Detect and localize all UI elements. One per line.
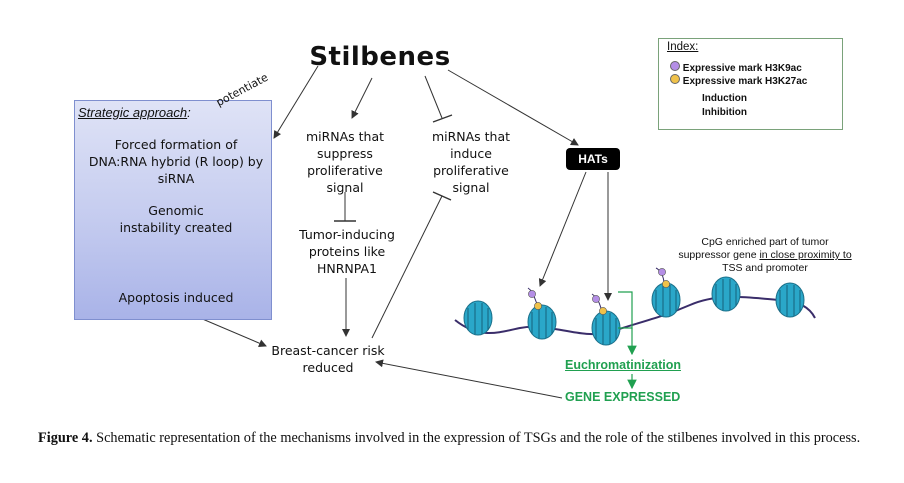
tumor-proteins-node: Tumor-inducing proteins like HNRNPA1: [299, 227, 395, 276]
strategic-step-genomic-instability: Genomic instability created: [119, 203, 233, 235]
breast-cancer-node: Breast-cancer risk reduced: [271, 343, 385, 375]
strategic-step-apoptosis: Apoptosis induced: [118, 290, 234, 305]
nucleosome: [463, 300, 493, 336]
legend-h3k9ac: Expressive mark H3K9ac: [670, 61, 802, 74]
h3k27ac-mark: [662, 280, 670, 288]
caption-text: Schematic representation of the mechanis…: [92, 430, 861, 446]
mirna-induce-node: miRNAs that induce proliferative signal: [431, 129, 511, 195]
nucleosome: [775, 282, 805, 318]
caption-label: Figure 4.: [38, 430, 93, 446]
inhibit-stilbenes-mirna-induce: [424, 75, 443, 119]
diagram-title: Stilbenes: [309, 42, 451, 72]
cpg-annotation: CpG enriched part of tumor suppressor ge…: [678, 236, 852, 274]
arrow-stilbenes-mirna-suppress: [351, 77, 373, 119]
legend-h3k27ac: Expressive mark H3K27ac: [670, 74, 807, 87]
strategic-approach-box: [74, 100, 272, 320]
yellow-dot-icon: [670, 74, 680, 84]
legend-h3k9ac-label: Expressive mark H3K9ac: [682, 63, 802, 74]
figure-caption: Figure 4. Schematic representation of th…: [38, 428, 888, 449]
nucleosome: [711, 276, 741, 312]
strategic-step-rloop: Forced formation of DNA:RNA hybrid (R lo…: [88, 137, 264, 186]
index-legend: [658, 38, 843, 130]
mirna-suppress-node: miRNAs that suppress proliferative signa…: [305, 129, 385, 195]
h3k9ac-mark: [592, 295, 600, 303]
h3k9ac-mark: [528, 290, 536, 298]
h3k27ac-mark: [599, 307, 607, 315]
nucleosome: [591, 310, 621, 346]
index-title: Index:: [667, 41, 699, 53]
arrow-stilbenes-strategic: [273, 65, 319, 139]
legend-inhibition-label: Inhibition: [702, 107, 747, 118]
nucleosome: [527, 304, 557, 340]
arrow-stilbenes-hats: [447, 69, 579, 146]
purple-dot-icon: [670, 61, 680, 71]
legend-h3k27ac-label: Expressive mark H3K27ac: [682, 76, 808, 87]
hats-node: HATs: [566, 148, 620, 170]
gene-expressed-label: GENE EXPRESSED: [565, 390, 681, 404]
euchromatinization-label: Euchromatinization: [565, 358, 681, 372]
h3k27ac-mark: [534, 302, 542, 310]
h3k9ac-mark: [658, 268, 666, 276]
legend-induction-label: Induction: [702, 93, 747, 104]
strategic-approach-heading: Strategic approach:: [78, 105, 191, 120]
dna-strand: [454, 295, 816, 336]
nucleosome: [651, 282, 681, 318]
